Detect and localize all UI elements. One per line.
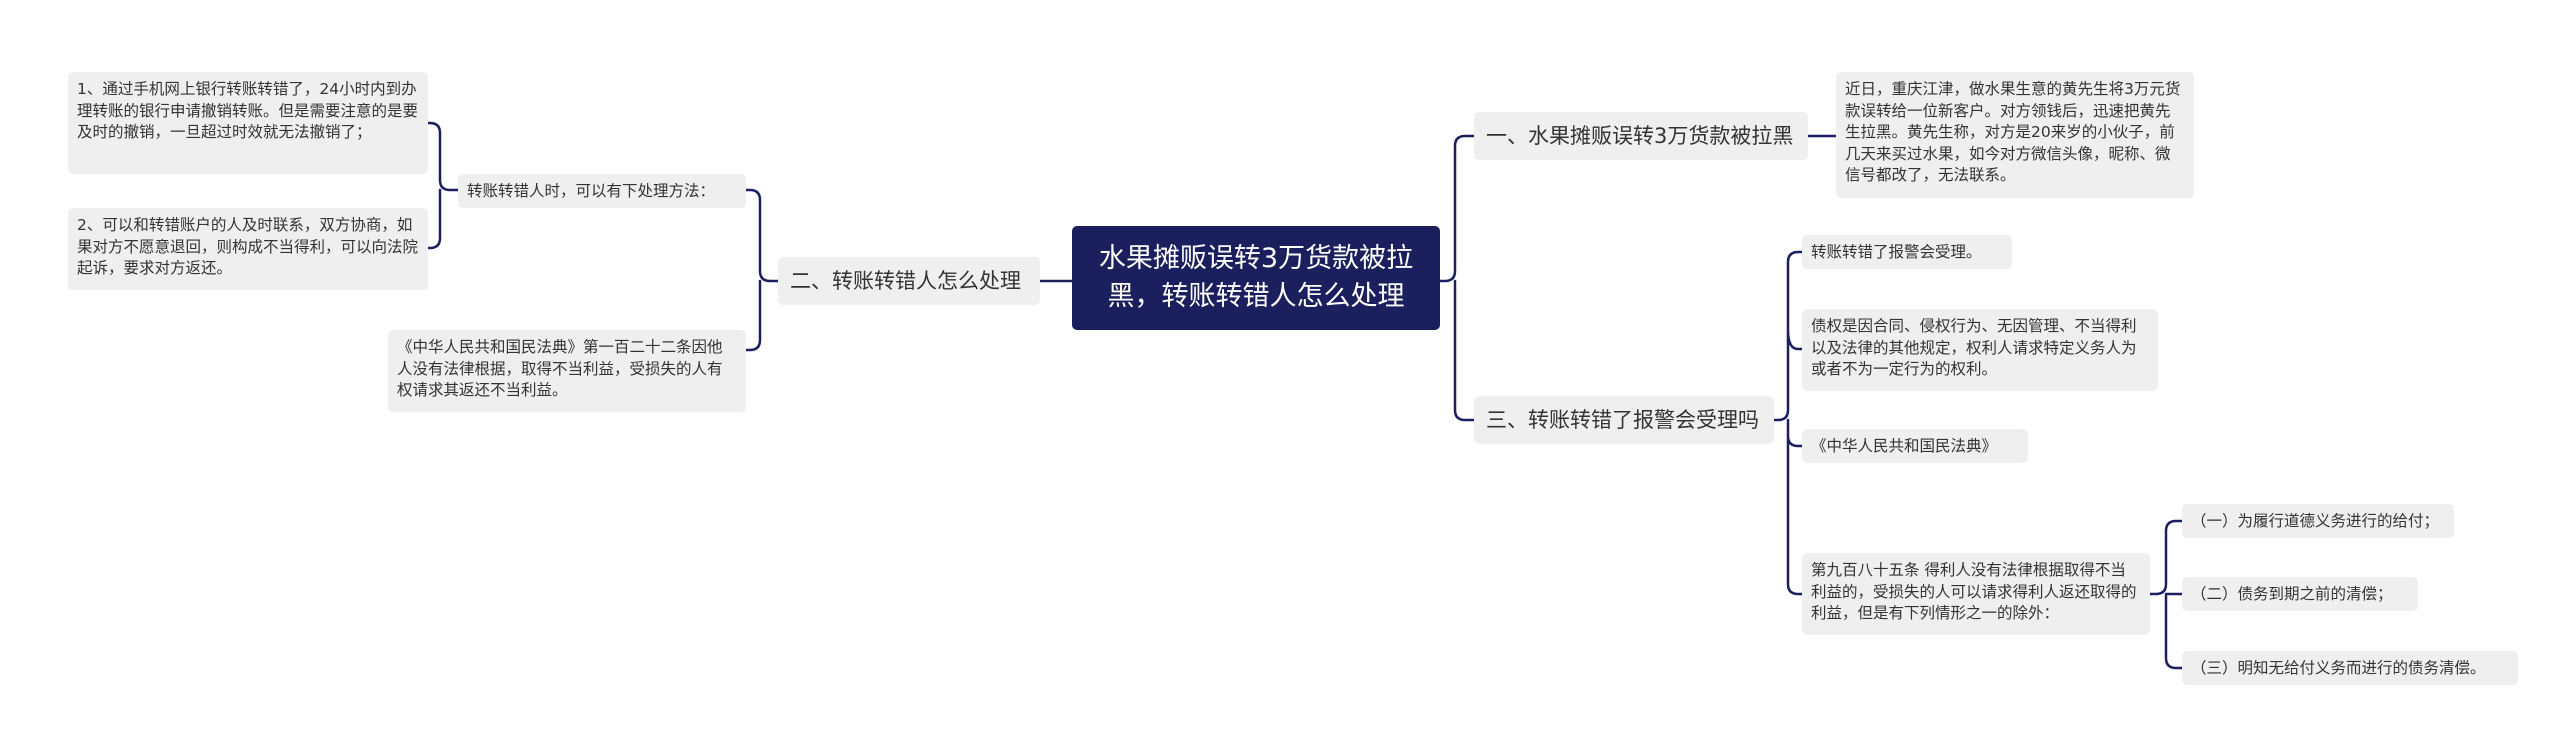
branch-1-text: 一、水果摊贩误转3万货款被拉黑 xyxy=(1486,124,1794,148)
branch-2-method-1-text: 1、通过手机网上银行转账转错了，24小时内到办理转账的银行申请撤销转账。但是需要… xyxy=(77,80,419,141)
connector-item4-exceptions xyxy=(2148,519,2184,670)
exception-item-1-text: （一）为履行道德义务进行的给付； xyxy=(2191,512,2440,530)
branch-2-method-2[interactable]: 2、可以和转错账户的人及时联系，双方协商，如果对方不愿意退回，则构成不当得利，可… xyxy=(68,208,428,290)
connector-root-b1 xyxy=(1438,134,1476,283)
branch-3-item-3-text: 《中华人民共和国民法典》 xyxy=(1811,437,1998,455)
exception-item-2-text: （二）债务到期之前的清偿； xyxy=(2191,585,2393,603)
branch-2-topic[interactable]: 二、转账转错人怎么处理 xyxy=(778,257,1040,305)
branch-2-text: 二、转账转错人怎么处理 xyxy=(790,269,1021,293)
branch-1-detail-note[interactable]: 近日，重庆江津，做水果生意的黄先生将3万元货款误转给一位新客户。对方领钱后，迅速… xyxy=(1836,72,2194,198)
branch-2-method-2-text: 2、可以和转错账户的人及时联系，双方协商，如果对方不愿意退回，则构成不当得利，可… xyxy=(77,216,419,277)
branch-1-topic[interactable]: 一、水果摊贩误转3万货款被拉黑 xyxy=(1474,112,1808,160)
branch-2-methods-topic[interactable]: 转账转错人时，可以有下处理方法： xyxy=(458,174,746,208)
root-topic-text: 水果摊贩误转3万货款被拉黑，转账转错人怎么处理 xyxy=(1098,243,1414,312)
root-topic[interactable]: 水果摊贩误转3万货款被拉黑，转账转错人怎么处理 xyxy=(1072,226,1440,330)
connector-b2-children xyxy=(744,188,780,352)
branch-2-law-text: 《中华人民共和国民法典》第一百二十二条因他人没有法律根据，取得不当利益，受损失的… xyxy=(397,338,723,399)
branch-3-text: 三、转账转错了报警会受理吗 xyxy=(1486,408,1759,432)
branch-3-topic[interactable]: 三、转账转错了报警会受理吗 xyxy=(1474,396,1774,444)
branch-3-item-2-text: 债权是因合同、侵权行为、无因管理、不当得利以及法律的其他规定，权利人请求特定义务… xyxy=(1811,317,2137,378)
branch-3-item-3[interactable]: 《中华人民共和国民法典》 xyxy=(1802,429,2028,463)
exception-item[interactable]: （一）为履行道德义务进行的给付； xyxy=(2182,504,2454,538)
branch-3-item-4[interactable]: 第九百八十五条 得利人没有法律根据取得不当利益的，受损失的人可以请求得利人返还取… xyxy=(1802,553,2150,635)
exception-item-3-text: （三）明知无给付义务而进行的债务清偿。 xyxy=(2191,659,2486,677)
branch-2-methods-text: 转账转错人时，可以有下处理方法： xyxy=(467,182,716,200)
branch-3-item-4-text: 第九百八十五条 得利人没有法律根据取得不当利益的，受损失的人可以请求得利人返还取… xyxy=(1811,561,2137,622)
branch-3-item-2[interactable]: 债权是因合同、侵权行为、无因管理、不当得利以及法律的其他规定，权利人请求特定义务… xyxy=(1802,309,2158,391)
connector-b3-items xyxy=(1772,250,1804,596)
branch-3-item-1-text: 转账转错了报警会受理。 xyxy=(1811,243,1982,261)
branch-2-law-note[interactable]: 《中华人民共和国民法典》第一百二十二条因他人没有法律根据，取得不当利益，受损失的… xyxy=(388,330,746,412)
connector-root-b3 xyxy=(1453,279,1476,422)
exception-item[interactable]: （二）债务到期之前的清偿； xyxy=(2182,577,2418,611)
exception-item[interactable]: （三）明知无给付义务而进行的债务清偿。 xyxy=(2182,651,2518,685)
branch-3-item-1[interactable]: 转账转错了报警会受理。 xyxy=(1802,235,2012,269)
branch-1-detail-text: 近日，重庆江津，做水果生意的黄先生将3万元货款误转给一位新客户。对方领钱后，迅速… xyxy=(1845,80,2181,184)
connector-methods-children xyxy=(426,121,460,250)
branch-2-method-1[interactable]: 1、通过手机网上银行转账转错了，24小时内到办理转账的银行申请撤销转账。但是需要… xyxy=(68,72,428,174)
